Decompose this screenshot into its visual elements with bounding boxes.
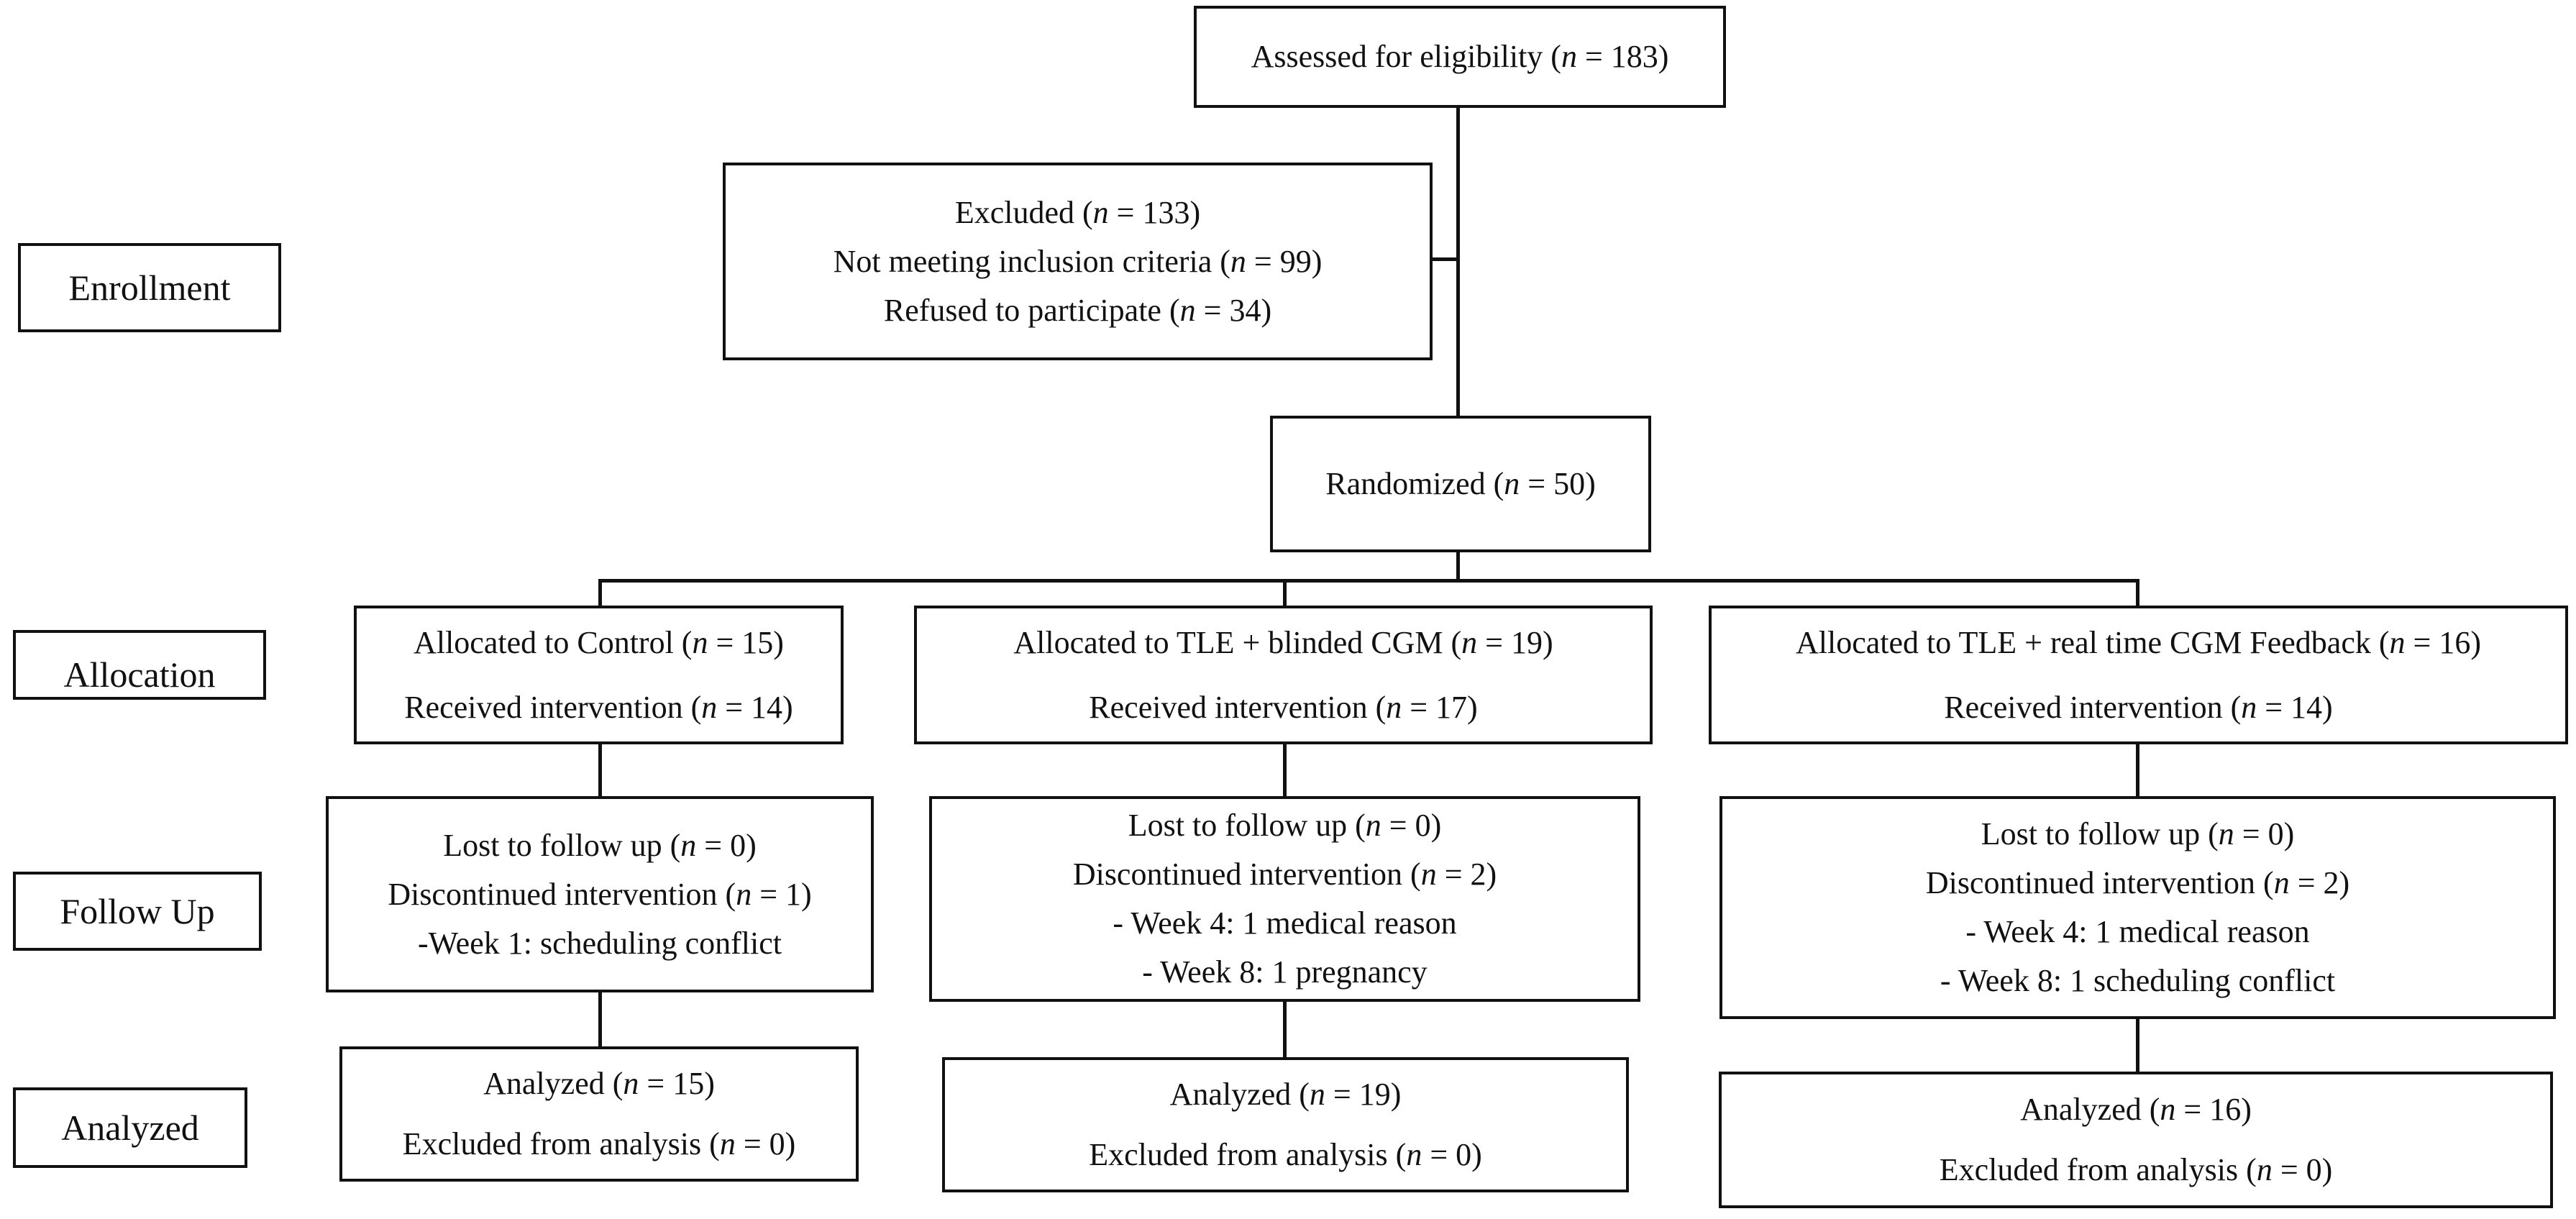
received-intervention-line: Received intervention (n = 14)	[404, 689, 793, 725]
stage-label-allocation: Allocation	[13, 630, 266, 700]
excluded-from-analysis-line: Excluded from analysis (n = 0)	[1939, 1152, 2333, 1187]
connector-arm1-followup-to-analyzed	[598, 990, 602, 1049]
discontinued-reason: - Week 8: 1 pregnancy	[1142, 954, 1428, 990]
follow-up-box-blinded-cgm: Lost to follow up (n = 0) Discontinued i…	[929, 796, 1640, 1002]
received-intervention-line: Received intervention (n = 14)	[1944, 689, 2333, 725]
allocation-box-blinded-cgm: Allocated to TLE + blinded CGM (n = 19) …	[914, 606, 1653, 744]
randomized-box: Randomized (n = 50)	[1270, 416, 1651, 552]
connector-arm3-to-allocation	[2136, 579, 2139, 608]
connector-to-excluded	[1430, 257, 1460, 261]
connector-arm2-followup-to-analyzed	[1283, 999, 1287, 1059]
discontinued-reason: -Week 1: scheduling conflict	[418, 925, 782, 961]
excluded-from-analysis-line: Excluded from analysis (n = 0)	[1089, 1137, 1482, 1172]
discontinued-reason: - Week 4: 1 medical reason	[1965, 914, 2310, 949]
excluded-from-analysis-line: Excluded from analysis (n = 0)	[402, 1126, 796, 1161]
follow-up-box-control: Lost to follow up (n = 0) Discontinued i…	[326, 796, 874, 992]
analyzed-box-blinded-cgm: Analyzed (n = 19) Excluded from analysis…	[942, 1057, 1629, 1192]
allocation-line: Allocated to TLE + blinded CGM (n = 19)	[1013, 624, 1553, 660]
analyzed-box-realtime-cgm: Analyzed (n = 16) Excluded from analysis…	[1719, 1072, 2553, 1208]
connector-arm2-to-allocation	[1283, 579, 1287, 608]
allocation-box-control: Allocated to Control (n = 15) Received i…	[354, 606, 844, 744]
connector-allocation-bar	[598, 579, 2139, 583]
connector-arm3-followup-to-analyzed	[2136, 1016, 2139, 1074]
analyzed-line: Analyzed (n = 16)	[2020, 1092, 2252, 1127]
excluded-box: Excluded (n = 133) Not meeting inclusion…	[723, 163, 1433, 360]
discontinued-line: Discontinued intervention (n = 2)	[1072, 857, 1497, 892]
discontinued-line: Discontinued intervention (n = 1)	[388, 876, 812, 912]
discontinued-line: Discontinued intervention (n = 2)	[1925, 865, 2350, 900]
allocation-box-realtime-cgm: Allocated to TLE + real time CGM Feedbac…	[1709, 606, 2568, 744]
discontinued-reason: - Week 8: 1 scheduling conflict	[1940, 963, 2336, 998]
connector-arm1-to-allocation	[598, 579, 602, 608]
allocation-line: Allocated to Control (n = 15)	[414, 624, 784, 660]
connector-assessed-to-randomized	[1456, 108, 1460, 417]
connector-randomized-down	[1456, 549, 1460, 583]
connector-arm2-allocation-to-followup	[1283, 741, 1287, 799]
lost-to-follow-up-line: Lost to follow up (n = 0)	[1981, 816, 2295, 852]
stage-label-enrollment: Enrollment	[18, 243, 281, 332]
assessed-box: Assessed for eligibility (n = 183)	[1194, 6, 1726, 108]
randomized-line: Randomized (n = 50)	[1325, 466, 1596, 501]
analyzed-line: Analyzed (n = 19)	[1169, 1077, 1402, 1112]
excluded-line-criteria: Not meeting inclusion criteria (n = 99)	[833, 243, 1323, 279]
allocation-line: Allocated to TLE + real time CGM Feedbac…	[1795, 624, 2481, 660]
excluded-line-total: Excluded (n = 133)	[954, 194, 1201, 230]
stage-label-analyzed: Analyzed	[13, 1087, 247, 1168]
lost-to-follow-up-line: Lost to follow up (n = 0)	[1128, 808, 1442, 843]
follow-up-box-realtime-cgm: Lost to follow up (n = 0) Discontinued i…	[1719, 796, 2556, 1019]
stage-label-follow-up: Follow Up	[13, 872, 262, 951]
lost-to-follow-up-line: Lost to follow up (n = 0)	[443, 827, 757, 863]
connector-arm1-allocation-to-followup	[598, 741, 602, 799]
discontinued-reason: - Week 4: 1 medical reason	[1113, 905, 1457, 941]
analyzed-line: Analyzed (n = 15)	[483, 1066, 715, 1101]
excluded-line-refused: Refused to participate (n = 34)	[883, 292, 1272, 328]
analyzed-box-control: Analyzed (n = 15) Excluded from analysis…	[339, 1046, 859, 1182]
assessed-line: Assessed for eligibility (n = 183)	[1251, 39, 1669, 74]
received-intervention-line: Received intervention (n = 17)	[1089, 689, 1478, 725]
connector-arm3-allocation-to-followup	[2136, 741, 2139, 799]
